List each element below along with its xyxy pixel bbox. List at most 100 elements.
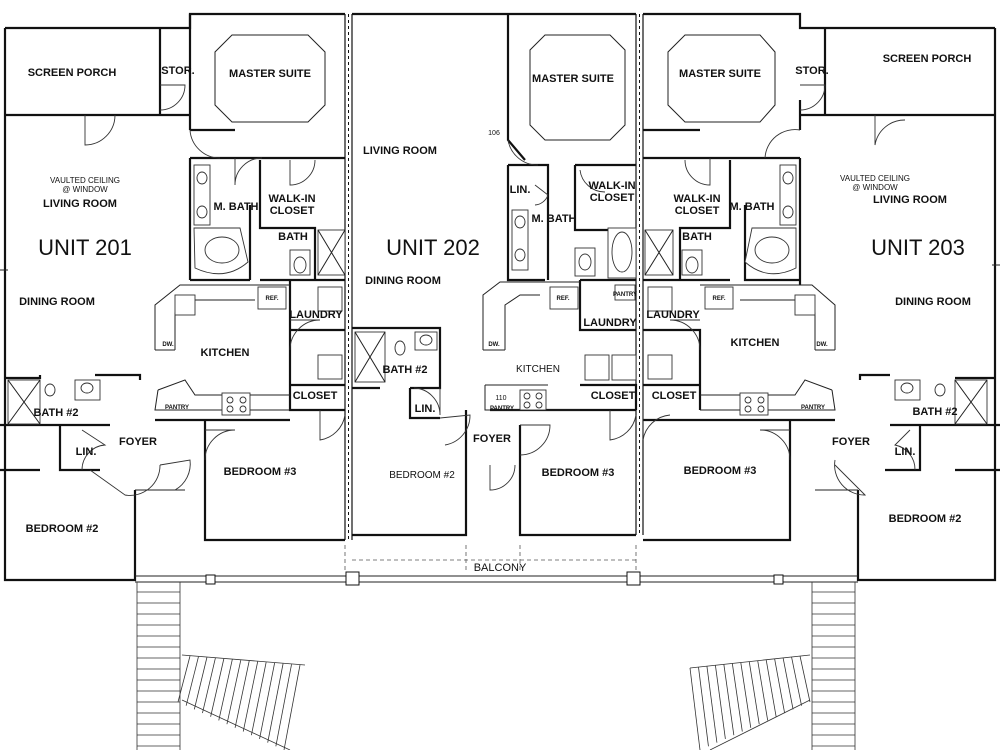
stair-tread — [177, 655, 191, 703]
stair-tread — [740, 662, 752, 728]
stair-tread — [242, 661, 259, 732]
laundry-label-202: LAUNDRY — [583, 317, 637, 329]
stair-tread — [250, 662, 267, 736]
unit-203-label: UNIT 203 — [871, 235, 965, 260]
window-label-201: @ WINDOW — [62, 185, 108, 194]
stor-label-201: STOR. — [161, 65, 194, 77]
walk-in-label-202: WALK-IN — [588, 180, 635, 192]
bedroom2-label-201: BEDROOM #2 — [26, 523, 99, 535]
tray-ceilings — [214, 34, 776, 141]
bedroom3-label-202: BEDROOM #3 — [542, 467, 615, 479]
closet-label-203: CLOSET — [652, 390, 697, 402]
vaulted-ceiling-label-203: VAULTED CEILING — [840, 174, 910, 183]
closet-label-201: CLOSET — [293, 390, 338, 402]
pantry-label-202: PANTRY — [613, 292, 637, 298]
dining-room-label-202: DINING ROOM — [365, 275, 441, 287]
ref-label-202: REF. — [556, 296, 569, 302]
walk-in-closet-label-202: CLOSET — [590, 192, 635, 204]
stair-tread — [193, 657, 208, 710]
screen-porch-label-201: SCREEN PORCH — [28, 67, 117, 79]
foyer-label-202: FOYER — [473, 433, 511, 445]
walk-in-closet-label-203: CLOSET — [675, 205, 720, 217]
stair-tread — [210, 658, 225, 717]
stair-tread — [748, 661, 760, 725]
stair-tread — [259, 662, 276, 740]
stair-tread — [185, 656, 199, 706]
bath-label-203: BATH — [682, 231, 712, 243]
unit-201-label: UNIT 201 — [38, 235, 132, 260]
stair-tread — [283, 664, 301, 750]
balcony-label: BALCONY — [474, 562, 527, 574]
dw-label-203: DW. — [816, 342, 828, 348]
living-room-label-201: LIVING ROOM — [43, 198, 117, 210]
window-label-203: @ WINDOW — [852, 183, 898, 192]
stair-tread — [799, 655, 811, 703]
pantry-label-203: PANTRY — [801, 405, 825, 411]
stair-tread — [757, 660, 769, 721]
stair-tread — [698, 667, 709, 747]
m-bath-label-203: M. BATH — [729, 201, 774, 213]
master-suite-label-201: MASTER SUITE — [229, 68, 311, 80]
stair-tread — [275, 664, 292, 747]
m-bath-label-201: M. BATH — [213, 201, 258, 213]
walls — [0, 12, 1000, 582]
master-suite-label-202: MASTER SUITE — [532, 73, 614, 85]
closet-label-202: CLOSET — [591, 390, 636, 402]
foyer-label-201: FOYER — [119, 436, 157, 448]
marker-110: 110 — [495, 395, 506, 402]
stair-tread — [791, 656, 802, 706]
kitchen-counters — [154, 281, 836, 416]
door-swings — [81, 84, 916, 496]
laundry-label-201: LAUNDRY — [289, 309, 343, 321]
living-room-label-202: LIVING ROOM — [363, 145, 437, 157]
walk-in-closet-label-201: CLOSET — [270, 205, 315, 217]
stair-tread — [774, 658, 786, 714]
marker-106: 106 — [488, 130, 500, 137]
stair-tread — [765, 659, 777, 717]
dw-label-202: DW. — [488, 342, 500, 348]
screen-porch-label-203: SCREEN PORCH — [883, 53, 972, 65]
bedroom2-label-203: BEDROOM #2 — [889, 513, 962, 525]
ref-label-203: REF. — [712, 296, 725, 302]
vaulted-ceiling-label-201: VAULTED CEILING — [50, 176, 120, 185]
ref-label-201: REF. — [265, 296, 278, 302]
bath-fixtures — [7, 164, 988, 425]
stair-tread — [706, 666, 718, 743]
walk-in-label-203: WALK-IN — [673, 193, 720, 205]
unit-202-label: UNIT 202 — [386, 235, 480, 260]
stairs — [136, 582, 856, 750]
m-bath-label-202: M. BATH — [531, 213, 576, 225]
stair-tread — [202, 657, 216, 714]
bedroom2-label-202: BEDROOM #2 — [389, 470, 455, 481]
kitchen-label-203: KITCHEN — [731, 337, 780, 349]
balcony — [135, 545, 858, 586]
pantry-label-202b: PANTRY — [490, 406, 514, 412]
stair-tread — [218, 659, 233, 721]
lin-label-202b: LIN. — [415, 403, 436, 415]
foyer-label-203: FOYER — [832, 436, 870, 448]
labels: SCREEN PORCH STOR. MASTER SUITE VAULTED … — [19, 53, 971, 574]
stair-tread — [723, 664, 735, 736]
bedroom3-label-203: BEDROOM #3 — [684, 465, 757, 477]
stair-tread — [731, 663, 743, 732]
master-suite-label-203: MASTER SUITE — [679, 68, 761, 80]
stor-label-203: STOR. — [795, 65, 828, 77]
bath2-label-201: BATH #2 — [33, 407, 78, 419]
stair-tread — [689, 667, 701, 750]
lin-label-203: LIN. — [895, 446, 916, 458]
kitchen-label-201: KITCHEN — [201, 347, 250, 359]
dining-room-label-203: DINING ROOM — [895, 296, 971, 308]
kitchen-label-202: KITCHEN — [516, 364, 560, 375]
dining-room-label-201: DINING ROOM — [19, 296, 95, 308]
bath2-label-203: BATH #2 — [912, 406, 957, 418]
pantry-label-201: PANTRY — [165, 405, 189, 411]
bath-label-201: BATH — [278, 231, 308, 243]
laundry-label-203: LAUNDRY — [646, 309, 700, 321]
stair-tread — [782, 657, 794, 710]
stair-tread — [234, 660, 250, 728]
bath2-label-202: BATH #2 — [382, 364, 427, 376]
lin-label-202: LIN. — [510, 184, 531, 196]
stair-tread — [267, 663, 284, 743]
bedroom3-label-201: BEDROOM #3 — [224, 466, 297, 478]
